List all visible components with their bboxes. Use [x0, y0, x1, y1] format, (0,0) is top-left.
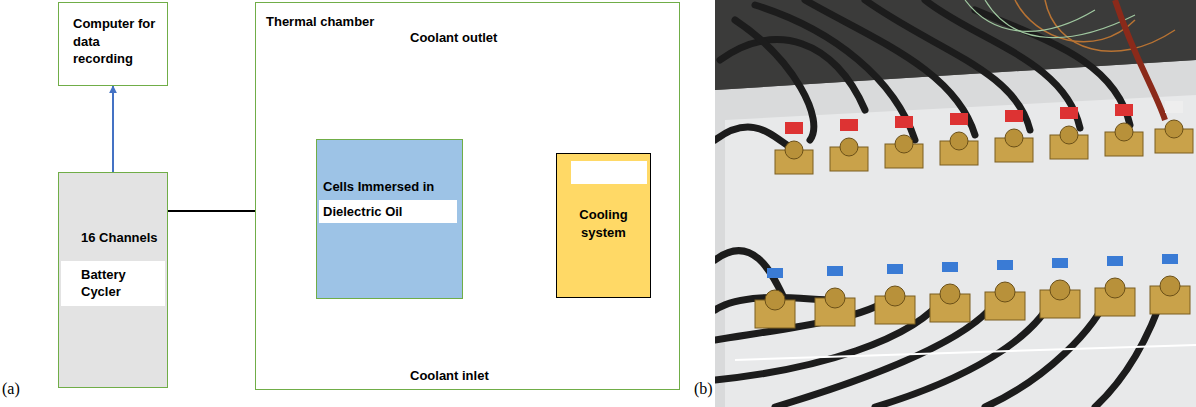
computer-box: Computer for data recording [58, 2, 168, 86]
test-bench-photo [715, 0, 1196, 407]
flow-connector [112, 86, 114, 172]
connector-label: Coolant inlet [408, 368, 491, 383]
panel-letter: (a) [2, 380, 20, 398]
cycler-box: 16 ChannelsBattery Cycler [58, 172, 168, 388]
connector-label: Coolant outlet [408, 30, 499, 45]
node-label: Cooling system [561, 206, 646, 241]
node-label: 16 Channels [59, 229, 167, 247]
panel-letter: (b) [694, 380, 713, 398]
node-sublabel: Dielectric Oil [319, 200, 457, 224]
thermal-chamber: Thermal chamberCells Immersed in Dielectr… [255, 2, 680, 390]
cooling-box: Cooling system [556, 153, 651, 298]
node-label: Cells Immersed in [317, 178, 462, 196]
node-label: Computer for data recording [73, 15, 161, 68]
node-sublabel: Battery Cycler [61, 261, 165, 306]
cell-tank: Cells Immersed in Dielectric Oil [316, 139, 463, 299]
blank-patch [571, 161, 647, 184]
node-label: Thermal chamber [266, 13, 669, 31]
